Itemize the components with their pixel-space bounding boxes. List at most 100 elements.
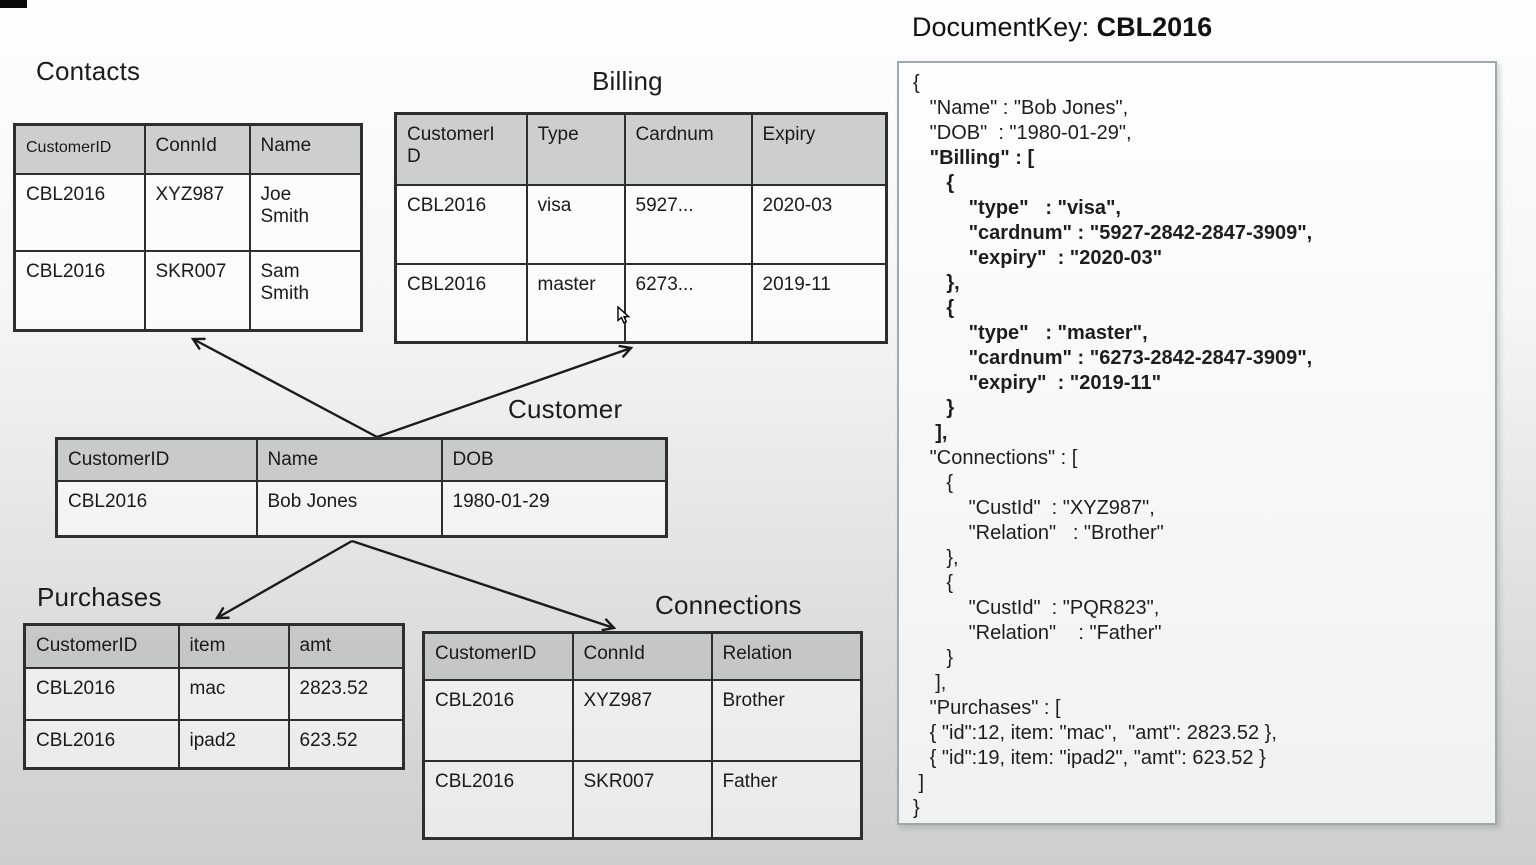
cell-customerid: CBL2016 <box>394 183 528 265</box>
cell-amt: 2823.52 <box>287 666 405 721</box>
purchases-table-title: Purchases <box>37 582 162 612</box>
cell-customerid: CBL2016 <box>394 262 528 344</box>
table-row: CBL2016 Bob Jones 1980-01-29 <box>55 479 668 538</box>
json-line: }, <box>913 547 959 569</box>
purchases-table: CustomerID item amt CBL2016 mac 2823.52 … <box>23 623 405 770</box>
connections-header-connid: ConnId <box>571 631 713 681</box>
table-row: CBL2016 visa 5927... 2020-03 <box>394 183 888 265</box>
json-line: { <box>913 172 955 194</box>
json-line: "type" : "master", <box>913 322 1148 344</box>
cell-item: ipad2 <box>177 718 290 770</box>
json-line: { <box>913 572 954 594</box>
json-line: "CustId" : "PQR823", <box>913 597 1160 619</box>
purchases-header-row: CustomerID item amt <box>23 623 405 669</box>
json-line: "Relation" : "Brother" <box>913 522 1164 544</box>
connections-header-row: CustomerID ConnId Relation <box>422 631 863 681</box>
cell-connid: XYZ987 <box>571 678 713 762</box>
cell-customerid: CBL2016 <box>422 678 574 762</box>
cell-cardnum: 5927... <box>623 183 753 265</box>
table-row: CBL2016 SKR007 Sam Smith <box>13 249 363 332</box>
table-row: CBL2016 ipad2 623.52 <box>23 718 405 770</box>
cell-customerid: CBL2016 <box>23 666 180 721</box>
cell-customerid: CBL2016 <box>13 172 146 252</box>
arrow-customer-to-purchases <box>214 539 353 620</box>
json-line: "DOB" : "1980-01-29", <box>913 122 1132 144</box>
table-row: CBL2016 mac 2823.52 <box>23 666 405 721</box>
json-line: "cardnum" : "5927-2842-2847-3909", <box>913 222 1313 244</box>
billing-header-customerid-text: CustomerID <box>407 124 495 167</box>
customer-header-customerid: CustomerID <box>55 437 258 482</box>
cell-relation: Father <box>710 759 863 840</box>
json-line: "Billing" : [ <box>913 147 1035 169</box>
json-line: "Purchases" : [ <box>913 697 1061 719</box>
contacts-header-connid: ConnId <box>143 123 251 175</box>
contacts-header-name: Name <box>248 123 363 175</box>
cell-type: visa <box>525 183 626 265</box>
billing-header-type: Type <box>525 112 626 186</box>
customer-header-dob: DOB <box>440 437 668 482</box>
cell-item: mac <box>177 666 290 721</box>
cell-name-text: Sam Smith <box>260 260 310 304</box>
customer-table-title: Customer <box>508 394 623 424</box>
cell-name: Joe Smith <box>248 172 363 252</box>
json-document-panel: { "Name" : "Bob Jones", "DOB" : "1980-01… <box>897 61 1497 825</box>
json-line: "Name" : "Bob Jones", <box>913 97 1129 119</box>
json-line: { "id":19, item: "ipad2", "amt": 623.52 … <box>913 747 1266 769</box>
cell-name-text: Joe Smith <box>260 183 310 227</box>
purchases-header-customerid: CustomerID <box>23 623 180 669</box>
cell-type: master <box>525 262 626 344</box>
json-line: ], <box>913 672 947 694</box>
billing-table-title: Billing <box>592 66 663 96</box>
billing-header-cardnum: Cardnum <box>623 112 753 186</box>
table-row: CBL2016 XYZ987 Joe Smith <box>13 172 363 252</box>
json-line: "Connections" : [ <box>913 447 1078 469</box>
connections-header-customerid: CustomerID <box>422 631 574 681</box>
arrow-customer-to-contacts <box>190 337 378 439</box>
customer-header-name: Name <box>255 437 443 482</box>
video-artifact-mark <box>0 0 27 8</box>
arrow-customer-to-connections <box>351 539 617 632</box>
json-line: }, <box>913 272 960 294</box>
connections-table-title: Connections <box>655 590 802 620</box>
cell-connid: SKR007 <box>571 759 713 840</box>
json-line: } <box>913 397 955 419</box>
contacts-header-row: CustomerID ConnId Name <box>13 123 363 175</box>
table-row: CBL2016 master 6273... 2019-11 <box>394 262 888 344</box>
connections-table: CustomerID ConnId Relation CBL2016 XYZ98… <box>422 631 863 840</box>
cell-name: Bob Jones <box>255 479 443 538</box>
billing-header-row: CustomerID Type Cardnum Expiry <box>394 112 888 186</box>
json-line: } <box>913 647 954 669</box>
purchases-header-amt: amt <box>287 623 405 669</box>
cell-customerid: CBL2016 <box>13 249 146 332</box>
json-line: { <box>913 72 920 94</box>
customer-header-row: CustomerID Name DOB <box>55 437 668 482</box>
table-row: CBL2016 XYZ987 Brother <box>422 678 863 762</box>
document-key-title: DocumentKey: CBL2016 <box>912 12 1212 43</box>
cell-customerid: CBL2016 <box>23 718 180 770</box>
json-line: "expiry" : "2019-11" <box>913 372 1162 394</box>
cell-amt: 623.52 <box>287 718 405 770</box>
json-line: { <box>913 472 954 494</box>
table-row: CBL2016 SKR007 Father <box>422 759 863 840</box>
cell-cardnum: 6273... <box>623 262 753 344</box>
contacts-table: CustomerID ConnId Name CBL2016 XYZ987 Jo… <box>13 123 363 332</box>
json-line: "Relation" : "Father" <box>913 622 1162 644</box>
billing-header-expiry: Expiry <box>750 112 888 186</box>
document-key-label: DocumentKey: <box>912 12 1097 42</box>
json-line: "CustId" : "XYZ987", <box>913 497 1155 519</box>
purchases-header-item: item <box>177 623 290 669</box>
customer-table: CustomerID Name DOB CBL2016 Bob Jones 19… <box>55 437 668 538</box>
cell-connid: XYZ987 <box>143 172 251 252</box>
cell-expiry: 2019-11 <box>750 262 888 344</box>
json-line: } <box>913 797 920 819</box>
json-line: "cardnum" : "6273-2842-2847-3909", <box>913 347 1313 369</box>
cell-name: Sam Smith <box>248 249 363 332</box>
cell-expiry: 2020-03 <box>750 183 888 265</box>
json-line: { <box>913 297 955 319</box>
cell-dob: 1980-01-29 <box>440 479 668 538</box>
json-line: "expiry" : "2020-03" <box>913 247 1163 269</box>
contacts-table-title: Contacts <box>36 56 141 86</box>
json-line: { "id":12, item: "mac", "amt": 2823.52 }… <box>913 722 1277 744</box>
json-line: ] <box>913 772 925 794</box>
